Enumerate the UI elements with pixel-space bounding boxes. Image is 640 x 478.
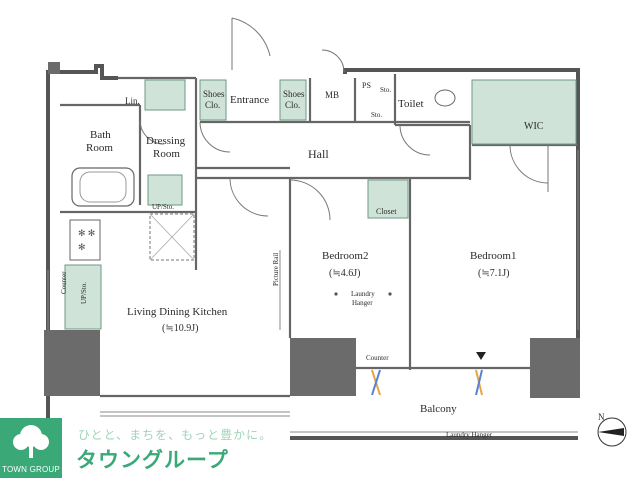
- kitchen-stove: [69, 219, 101, 261]
- interior-walls: [60, 74, 578, 398]
- label-bedroom2: Bedroom2: [322, 250, 368, 262]
- label-bath-2: Room: [86, 142, 113, 154]
- toilet-fixture: [434, 89, 456, 107]
- label-ps: PS: [362, 81, 371, 90]
- balcony-window-marks: [371, 369, 483, 396]
- label-mb: MB: [325, 90, 339, 100]
- label-balcony: Balcony: [420, 403, 457, 415]
- label-dressing-1: Dressing: [146, 135, 186, 147]
- label-toilet: Toilet: [398, 98, 424, 110]
- town-group-logo: TOWN GROUP: [0, 418, 62, 478]
- label-counter-left: Counter: [60, 271, 68, 294]
- label-sto-small: Sto.: [380, 86, 391, 94]
- pillars: [44, 62, 580, 398]
- label-counter-bottom: Counter: [366, 354, 389, 362]
- north-compass: N: [597, 412, 627, 447]
- label-shoes-clo-right-2: Clo.: [285, 100, 300, 110]
- label-lin: Lin.: [125, 96, 140, 106]
- label-bedroom2-size: (≒4.6J): [329, 268, 360, 279]
- logo-text: TOWN GROUP: [2, 465, 60, 474]
- label-up-sto-kitchen: UP/Sto.: [80, 282, 88, 304]
- label-closet: Closet: [376, 207, 397, 216]
- svg-text:✻ ✻: ✻ ✻: [78, 228, 95, 238]
- label-dressing-2: Room: [153, 148, 180, 160]
- svg-text:✻: ✻: [78, 242, 86, 252]
- door-swings: [139, 17, 549, 221]
- label-laundry-hanger-1: Laundry: [351, 290, 375, 298]
- label-shoes-clo-left-1: Shoes: [203, 89, 225, 99]
- label-shoes-clo-left-2: Clo.: [205, 100, 220, 110]
- room-labels: Lin. Shoes Clo. Entrance Shoes Clo. MB P…: [60, 81, 544, 439]
- window-lines: [47, 150, 579, 433]
- label-shoes-clo-right-1: Shoes: [283, 89, 305, 99]
- label-wic: WIC: [524, 121, 544, 132]
- label-hall: Hall: [308, 147, 329, 161]
- tree-icon: [13, 425, 49, 458]
- label-picture-rail: Picture Rail: [272, 253, 280, 286]
- storage-fills: [64, 79, 577, 330]
- label-laundry-hanger-2: Hanger: [352, 299, 373, 307]
- bathtub: [71, 167, 135, 207]
- brand-tagline: ひとと、まちを、もっと豊かに。: [78, 428, 273, 442]
- label-bedroom1-size: (≒7.1J): [478, 268, 509, 279]
- label-up-sto-dressing: UP/Sto.: [152, 203, 174, 211]
- label-balcony-hanger: Laundry Hanger: [446, 431, 493, 439]
- label-ldk-size: (≒10.9J): [162, 323, 198, 334]
- label-bedroom1: Bedroom1: [470, 250, 516, 262]
- north-label: N: [598, 412, 605, 422]
- label-entrance: Entrance: [230, 94, 269, 106]
- label-bath-1: Bath: [90, 129, 111, 141]
- label-ldk: Living Dining Kitchen: [127, 306, 228, 318]
- brand-name: タウングループ: [76, 448, 229, 472]
- label-sto-mid: Sto.: [371, 111, 382, 119]
